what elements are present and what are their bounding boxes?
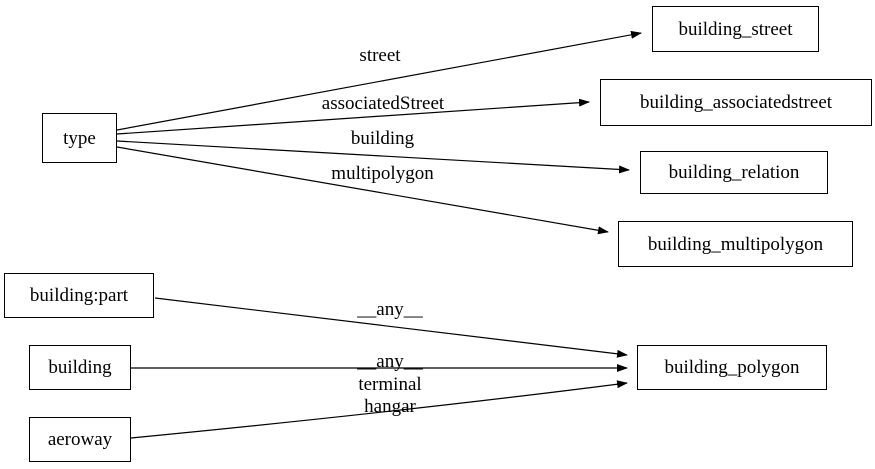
node-label: building_associatedstreet [639,92,833,113]
edge-label-any-building: __any__ [357,351,423,372]
node-building-associatedstreet[interactable]: building_associatedstreet [600,79,872,126]
node-building[interactable]: building [29,345,131,390]
edge-label-street: street [359,45,401,66]
edge-label-any-building-part: __any__ [357,299,423,320]
node-label: building_polygon [664,357,800,378]
node-label: building [48,357,112,378]
edge-label-terminal-hangar: terminal hangar [358,374,422,417]
node-label: aeroway [47,429,113,450]
edge-type-building-multipolygon [116,146,609,235]
node-label: building:part [29,285,129,306]
edge-label-multipolygon: multipolygon [331,163,434,184]
edge-label-associatedstreet: associatedStreet [321,93,445,114]
node-building-street[interactable]: building_street [652,6,819,52]
node-building-part[interactable]: building:part [4,273,154,318]
node-label: building_multipolygon [647,233,824,255]
node-building-multipolygon[interactable]: building_multipolygon [618,221,853,267]
edge-label-building: building [350,128,415,149]
node-label: building_relation [668,162,800,183]
node-building-relation[interactable]: building_relation [640,151,828,194]
node-aeroway[interactable]: aeroway [29,417,131,462]
node-label: type [63,127,96,149]
node-building-polygon[interactable]: building_polygon [637,345,827,390]
node-type[interactable]: type [42,113,117,163]
node-label: building_street [678,18,793,40]
